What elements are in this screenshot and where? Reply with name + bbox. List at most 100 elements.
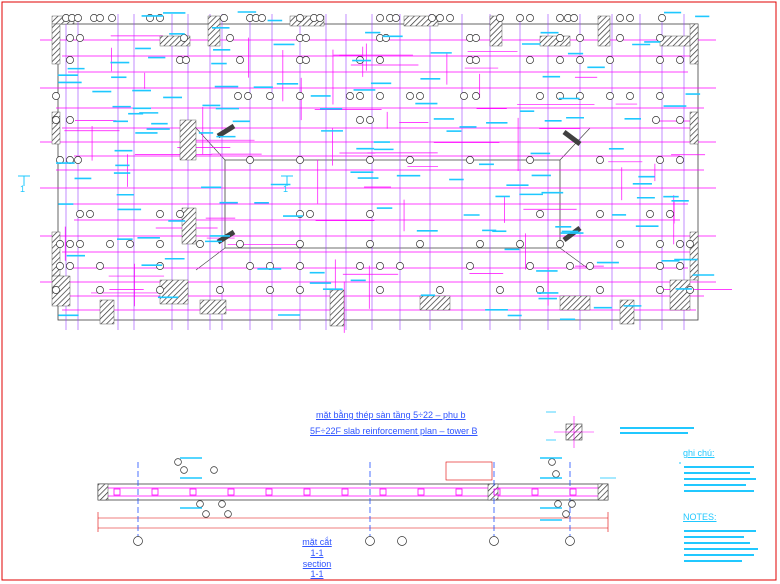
grid-bubble bbox=[397, 536, 407, 546]
rebar-tag-circle bbox=[156, 286, 164, 294]
rebar-tag-circle bbox=[180, 34, 188, 42]
rebar-tag-circle bbox=[306, 210, 314, 218]
rebar-tag-circle bbox=[656, 156, 664, 164]
wall-block bbox=[51, 275, 71, 307]
rebar-callout-labels bbox=[56, 11, 715, 321]
rebar-tag-circle bbox=[658, 14, 666, 22]
rebar-tag-circle bbox=[626, 14, 634, 22]
rebar-tag-circle bbox=[266, 286, 274, 294]
rebar-tag-circle bbox=[676, 56, 684, 64]
notes-vn-lines bbox=[684, 462, 760, 496]
rebar-tag-circle bbox=[376, 262, 384, 270]
rebar-tag-circle bbox=[376, 56, 384, 64]
wall-brace bbox=[216, 229, 236, 245]
rebar-tag-circle bbox=[266, 92, 274, 100]
wall-block bbox=[659, 35, 691, 47]
rebar-tag-circle bbox=[108, 14, 116, 22]
section-cut-marker-right bbox=[281, 175, 293, 186]
wall-brace bbox=[562, 130, 582, 146]
rebar-tag-circle bbox=[526, 14, 534, 22]
section-rebar-tags bbox=[174, 457, 576, 521]
rebar-tag-circle bbox=[156, 210, 164, 218]
bar-mark bbox=[303, 488, 311, 496]
rebar-tag-circle bbox=[526, 262, 534, 270]
bar-mark bbox=[493, 488, 501, 496]
rebar-tag-circle bbox=[376, 92, 384, 100]
plan-title-english: 5F÷22F slab reinforcement plan – tower B bbox=[310, 426, 478, 436]
wall-block bbox=[199, 299, 227, 315]
section-tag bbox=[552, 470, 560, 478]
wall-block bbox=[51, 231, 61, 281]
rebar-tag-circle bbox=[66, 56, 74, 64]
rebar-tag-circle bbox=[56, 262, 64, 270]
rebar-tag-circle bbox=[666, 210, 674, 218]
rebar-tag-circle bbox=[496, 14, 504, 22]
rebar-tag-circle bbox=[296, 14, 304, 22]
rebar-tag-circle bbox=[676, 240, 684, 248]
rebar-tag-circle bbox=[556, 34, 564, 42]
rebar-tag-circle bbox=[126, 240, 134, 248]
rebar-tag-circle bbox=[396, 262, 404, 270]
rebar-tag-circle bbox=[656, 56, 664, 64]
wall-block bbox=[159, 35, 191, 47]
rebar-tag-circle bbox=[302, 56, 310, 64]
section-tag bbox=[202, 510, 210, 518]
rebar-tag-circle bbox=[366, 116, 374, 124]
plan-rebar-lines bbox=[40, 35, 733, 333]
rebar-tag-circle bbox=[52, 116, 60, 124]
grid-bubble bbox=[565, 536, 575, 546]
section-tag bbox=[180, 466, 188, 474]
wall-block bbox=[489, 15, 503, 47]
section-tag bbox=[568, 500, 576, 508]
section-tag bbox=[562, 510, 570, 518]
wall-block bbox=[689, 111, 699, 145]
bar-mark bbox=[265, 488, 273, 496]
general-note-lines bbox=[620, 424, 700, 437]
rebar-tag-circle bbox=[382, 34, 390, 42]
rebar-tag-circle bbox=[156, 240, 164, 248]
rebar-tag-circle bbox=[616, 34, 624, 42]
rebar-tag-circle bbox=[86, 210, 94, 218]
rebar-tag-circle bbox=[516, 240, 524, 248]
bar-mark bbox=[341, 488, 349, 496]
rebar-tag-circle bbox=[66, 34, 74, 42]
section-tag bbox=[218, 500, 226, 508]
rebar-tag-circle bbox=[52, 92, 60, 100]
section-cut-marker-left bbox=[18, 175, 30, 186]
rebar-tag-circle bbox=[258, 14, 266, 22]
rebar-tag-circle bbox=[472, 34, 480, 42]
rebar-tag-circle bbox=[74, 156, 82, 164]
rebar-tag-circle bbox=[676, 156, 684, 164]
bar-mark bbox=[379, 488, 387, 496]
wall-block bbox=[689, 23, 699, 65]
rebar-tag-circle bbox=[356, 116, 364, 124]
section-grid-bubbles bbox=[97, 462, 609, 546]
rebar-tag-circle bbox=[656, 240, 664, 248]
section-1-1 bbox=[97, 483, 609, 529]
rebar-tag-circle bbox=[556, 240, 564, 248]
rebar-tag-circle bbox=[656, 262, 664, 270]
rebar-tag-circle bbox=[156, 262, 164, 270]
rebar-tag-circle bbox=[656, 92, 664, 100]
rebar-tag-circle bbox=[52, 286, 60, 294]
rebar-tag-circle bbox=[66, 116, 74, 124]
rebar-tag-circle bbox=[652, 116, 660, 124]
wall-block bbox=[419, 295, 451, 311]
rebar-tag-circle bbox=[436, 286, 444, 294]
rebar-tag-circle bbox=[446, 14, 454, 22]
rebar-tag-circle bbox=[566, 262, 574, 270]
rebar-tag-circle bbox=[516, 14, 524, 22]
section-tag bbox=[554, 500, 562, 508]
rebar-tag-circle bbox=[216, 286, 224, 294]
ghi-chu-heading: ghi chú: bbox=[683, 448, 715, 458]
bar-mark bbox=[113, 488, 121, 496]
wall-brace bbox=[216, 123, 236, 139]
rebar-tag-circle bbox=[246, 156, 254, 164]
wall-block bbox=[181, 207, 197, 245]
wall-block bbox=[51, 111, 61, 145]
rebar-tag-circle bbox=[234, 92, 242, 100]
rebar-tag-circle bbox=[296, 286, 304, 294]
rebar-tag-circle bbox=[226, 34, 234, 42]
rebar-tag-circle bbox=[596, 286, 604, 294]
